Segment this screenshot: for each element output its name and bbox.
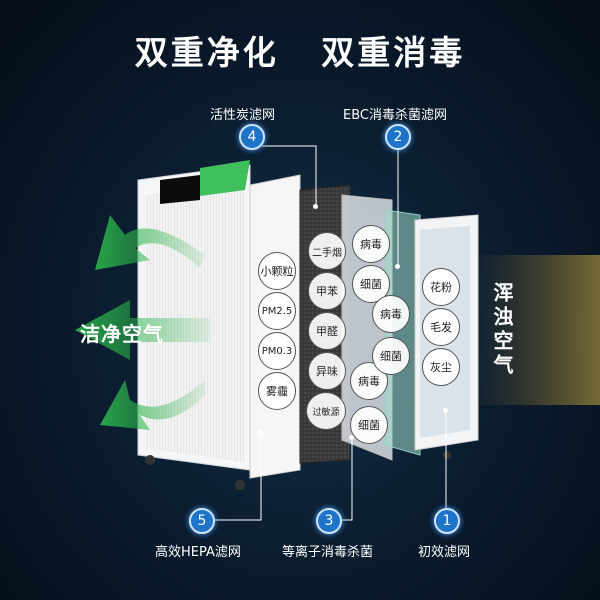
chip-pre: 灰尘 <box>422 348 460 386</box>
leader-4 <box>262 145 317 205</box>
badge-3: 3 <box>316 508 342 534</box>
dirty-air-label: 浑浊空气 <box>490 282 514 378</box>
leader-5 <box>213 432 262 521</box>
chip-plasma: 细菌 <box>352 265 390 303</box>
chip-hepa: 小颗粒 <box>258 252 296 290</box>
dot-ebc <box>395 264 400 269</box>
dirty-air-haze <box>470 255 600 405</box>
dot-carbon <box>313 204 318 209</box>
chip-ebc: 病毒 <box>372 295 410 333</box>
chip-ebc: 细菌 <box>372 337 410 375</box>
dot-plasma <box>349 435 354 440</box>
dot-hepa <box>258 430 263 435</box>
chip-hepa: 雾霾 <box>258 372 296 410</box>
chip-hepa: PM2.5 <box>258 292 296 330</box>
clean-air-label: 洁净空气 <box>80 322 164 346</box>
headline-disinfect: 双重消毒 <box>321 33 466 72</box>
clean-air-arrows <box>75 215 210 430</box>
badge-4: 4 <box>239 124 265 150</box>
chip-carbon: 甲苯 <box>308 272 346 310</box>
label-hepa: 高效HEPA滤网 <box>155 545 241 560</box>
chip-carbon: 甲醛 <box>308 312 346 350</box>
leader-lines <box>213 145 447 521</box>
badge-2: 2 <box>385 124 411 150</box>
headline-purify: 双重净化 <box>134 33 279 72</box>
headline: 双重净化 双重消毒 <box>0 26 600 74</box>
badge-1: 1 <box>434 508 460 534</box>
label-pre-filter: 初效滤网 <box>418 545 471 560</box>
label-ebc-filter: EBC消毒杀菌滤网 <box>343 108 447 123</box>
chip-carbon: 二手烟 <box>308 232 346 270</box>
chip-hepa: PM0.3 <box>258 332 296 370</box>
chip-pre: 毛发 <box>422 308 460 346</box>
chip-carbon: 过敏源 <box>306 392 346 430</box>
dot-pre <box>443 408 448 413</box>
label-plasma: 等离子消毒杀菌 <box>282 545 374 560</box>
leader-3 <box>340 437 353 521</box>
chip-plasma: 细菌 <box>350 406 388 444</box>
label-activated-carbon: 活性炭滤网 <box>210 108 276 123</box>
chip-carbon: 异味 <box>308 352 346 390</box>
badge-5: 5 <box>189 508 215 534</box>
chip-plasma: 病毒 <box>352 225 390 263</box>
chip-pre: 花粉 <box>422 268 460 306</box>
